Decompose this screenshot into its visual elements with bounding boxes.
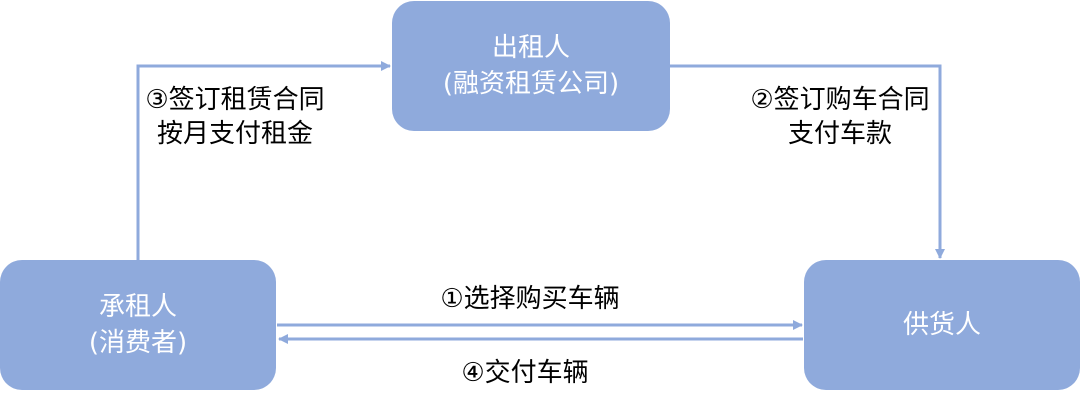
lessor-subtitle: (融资租赁公司) [442,69,620,99]
step3-line1: ③签订租赁合同 [145,85,325,115]
lessor-node: 出租人 (融资租赁公司) [392,1,670,131]
step2-line1: ②签订购车合同 [750,85,930,115]
lessee-title: 承租人 [98,292,177,322]
supplier-node: 供货人 [804,260,1080,390]
lessee-node: 承租人 (消费者) [0,260,276,390]
arrow-lessor-to-supplier [670,64,945,259]
step2-label: ②签订购车合同 支付车款 [730,83,950,151]
step1-label: ①选择购买车辆 [440,284,620,314]
arrow-lessee-to-lessor [136,61,391,260]
step3-line2: 按月支付租金 [156,119,313,149]
supplier-title: 供货人 [902,310,981,340]
step2-line2: 支付车款 [787,119,892,149]
step4-label: ④交付车辆 [461,358,589,388]
lessor-title: 出租人 [491,33,570,63]
lessee-subtitle: (消费者) [88,328,188,358]
step3-label: ③签订租赁合同 按月支付租金 [130,83,340,151]
